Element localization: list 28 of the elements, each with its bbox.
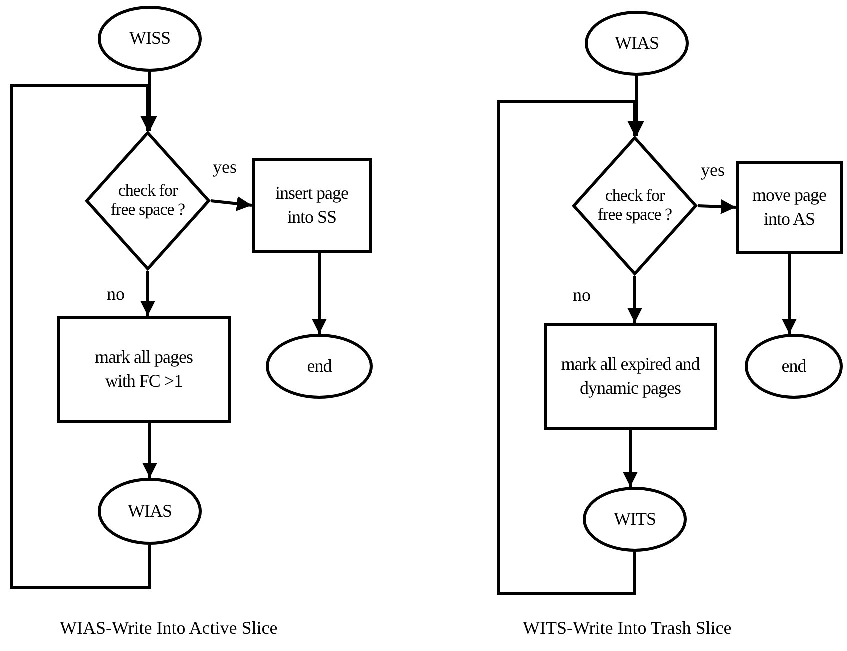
node-label: end bbox=[782, 354, 806, 378]
process-box bbox=[736, 161, 843, 254]
node-label: WISS bbox=[129, 27, 170, 50]
node-label: WIAS bbox=[128, 500, 172, 523]
decision-diamond bbox=[572, 136, 698, 276]
node-label: end bbox=[307, 354, 332, 378]
process-box bbox=[544, 323, 717, 430]
node-label: mark all pages with FC >1 bbox=[94, 346, 194, 392]
decision-diamond bbox=[85, 131, 211, 271]
node-label: check for free space ? bbox=[597, 187, 673, 225]
arrow bbox=[312, 253, 327, 334]
arrow bbox=[782, 254, 797, 334]
node-label: WITS bbox=[614, 508, 656, 531]
arrow bbox=[628, 276, 642, 323]
arrow bbox=[140, 271, 156, 316]
node-label: check for free space ? bbox=[110, 182, 186, 220]
node-label: insert page into SS bbox=[274, 182, 350, 228]
arrow bbox=[210, 196, 252, 212]
legend-note: WIAS-Write Into Active Slice bbox=[60, 618, 278, 639]
legend-note: WITS-Write Into Trash Slice bbox=[523, 618, 732, 639]
arrow bbox=[698, 199, 736, 214]
node-label: WIAS bbox=[615, 32, 659, 55]
node-label: move page into AS bbox=[752, 184, 828, 230]
arrow bbox=[623, 430, 638, 487]
arrow bbox=[142, 423, 158, 478]
process-box bbox=[57, 316, 231, 423]
process-box bbox=[252, 158, 372, 253]
node-label: mark all expired and dynamic pages bbox=[560, 353, 701, 400]
